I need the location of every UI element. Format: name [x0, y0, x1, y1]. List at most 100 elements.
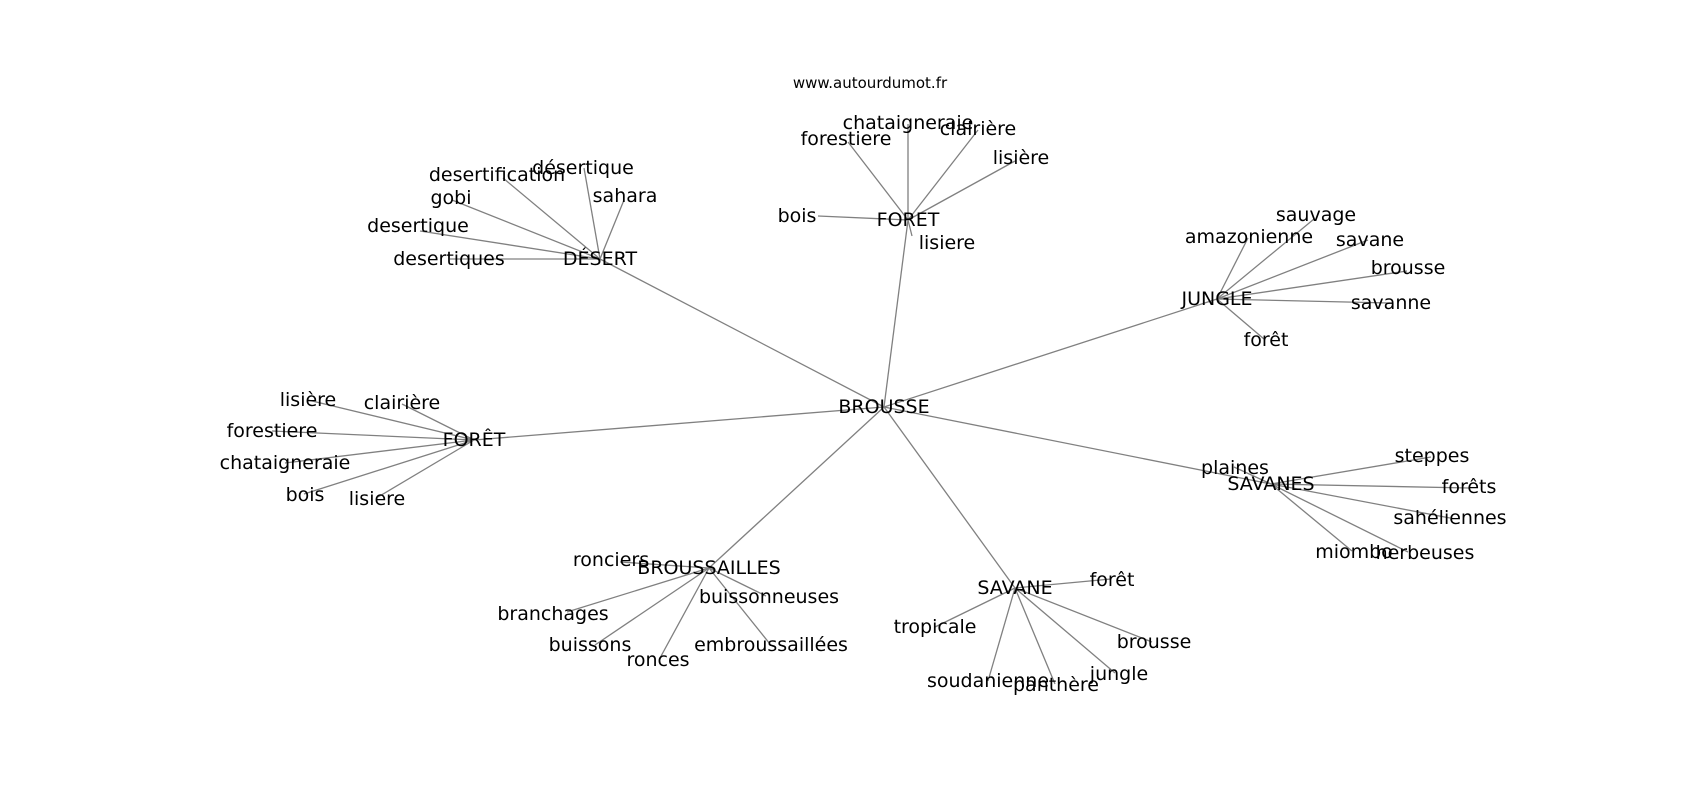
edge-hub-word — [377, 439, 475, 498]
word-node-label[interactable]: desertique — [367, 215, 469, 237]
edge-hub-word — [401, 403, 475, 441]
edge-hub-word — [599, 199, 625, 260]
word-node-label[interactable]: desertification — [429, 164, 565, 186]
word-node-label[interactable]: clairière — [364, 392, 441, 414]
word-node-label[interactable]: forêts — [1442, 476, 1497, 498]
word-node-label[interactable]: ronces — [626, 649, 689, 671]
hub-node-label[interactable]: BROUSSAILLES — [637, 557, 780, 579]
word-node-label[interactable]: lisiere — [919, 232, 976, 254]
word-node-label[interactable]: gobi — [430, 187, 471, 209]
edge-hub-word — [907, 129, 979, 221]
word-node-label[interactable]: sahara — [593, 185, 658, 207]
word-node-label[interactable]: forestiere — [801, 128, 892, 150]
word-node-label[interactable]: forêt — [1244, 329, 1289, 351]
edge-hub-word — [1014, 578, 1112, 589]
edge-hub-word — [1270, 483, 1353, 552]
word-node-label[interactable]: panthère — [1013, 674, 1099, 696]
word-node-label[interactable]: jungle — [1089, 663, 1148, 685]
edge-hub-word — [307, 399, 475, 441]
edge-hub-word — [1216, 270, 1408, 300]
edge-hub-word — [847, 141, 909, 221]
graph-labels: www.autourdumot.fr BROUSSE DÉSERT désertiq… — [220, 74, 1507, 696]
edge-hub-word — [987, 587, 1016, 682]
edge-center-hub — [599, 258, 885, 408]
word-node-label[interactable]: lisière — [993, 147, 1050, 169]
edge-hub-word — [1270, 483, 1470, 489]
edge-center-hub — [883, 406, 1016, 589]
edge-hub-word — [1014, 587, 1153, 643]
edge-hub-word — [1216, 298, 1391, 304]
edge-center-hub — [883, 406, 1272, 485]
word-node-label[interactable]: branchages — [497, 603, 608, 625]
word-node-label[interactable]: sahéliennes — [1393, 507, 1506, 529]
edge-hub-word — [659, 567, 710, 659]
hub-node-label[interactable]: SAVANES — [1227, 473, 1314, 495]
edge-hub-word — [271, 430, 475, 441]
edge-hub-word — [566, 567, 710, 613]
edge-hub-word — [583, 167, 601, 260]
word-node-label[interactable]: miombo — [1315, 541, 1393, 563]
edge-hub-word — [708, 567, 771, 645]
edge-hub-word — [907, 219, 913, 237]
edge-hub-word — [817, 215, 909, 221]
edge-hub-word — [1216, 218, 1315, 300]
word-node-label[interactable]: brousse — [1371, 257, 1446, 279]
edge-hub-word — [907, 160, 1016, 221]
edge-hub-word — [619, 561, 710, 569]
graph-edges — [271, 124, 1470, 685]
edge-hub-word — [419, 230, 601, 260]
word-node-label[interactable]: forestiere — [227, 420, 318, 442]
word-node-label[interactable]: steppes — [1395, 445, 1470, 467]
edge-hub-word — [1014, 587, 1056, 685]
word-node-label[interactable]: désertique — [532, 157, 634, 179]
word-node-label[interactable]: bois — [778, 205, 817, 227]
hub-node-label[interactable]: JUNGLE — [1180, 288, 1252, 310]
edge-hub-word — [1216, 298, 1265, 340]
edge-hub-word — [502, 177, 601, 260]
hub-node-label[interactable]: SAVANE — [977, 577, 1052, 599]
word-node-label[interactable]: chataigneraie — [220, 452, 351, 474]
word-node-label[interactable]: forêt — [1090, 569, 1135, 591]
word-node-label[interactable]: desertiques — [393, 248, 505, 270]
edge-hub-word — [1270, 483, 1409, 553]
edge-center-hub — [883, 298, 1218, 408]
edge-hub-word — [284, 439, 475, 464]
edge-hub-word — [708, 567, 767, 597]
word-node-label[interactable]: savane — [1336, 229, 1404, 251]
hub-node-label[interactable]: DÉSERT — [563, 247, 638, 270]
edge-hub-word — [303, 439, 475, 495]
word-node-label[interactable]: plaines — [1201, 457, 1269, 479]
edge-hub-word — [934, 587, 1016, 628]
word-node-label[interactable]: sauvage — [1276, 204, 1356, 226]
word-node-label[interactable]: lisiere — [349, 488, 406, 510]
word-node-label[interactable]: chataigneraie — [843, 112, 974, 134]
word-node-label[interactable]: tropicale — [894, 616, 977, 638]
word-node-label[interactable]: buissons — [549, 634, 632, 656]
word-node-label[interactable]: soudanienne — [927, 670, 1049, 692]
word-node-label[interactable]: lisière — [280, 389, 337, 411]
word-node-label[interactable]: bois — [286, 484, 325, 506]
edge-center-hub — [883, 219, 909, 408]
word-node-label[interactable]: embroussaillées — [694, 634, 848, 656]
hub-node-label[interactable]: FORÊT — [443, 428, 506, 451]
word-node-label[interactable]: clairière — [940, 118, 1017, 140]
edge-center-hub — [708, 406, 885, 569]
hub-node-label[interactable]: FORET — [877, 209, 940, 231]
edge-hub-word — [1216, 239, 1369, 300]
edge-hub-word — [1270, 456, 1432, 485]
edge-hub-word — [451, 199, 601, 260]
word-node-label[interactable]: herbeuses — [1376, 542, 1475, 564]
word-node-label[interactable]: amazonienne — [1185, 226, 1313, 248]
word-node-label[interactable]: brousse — [1117, 631, 1192, 653]
center-node-label[interactable]: BROUSSE — [838, 396, 929, 418]
edge-hub-word — [1216, 237, 1249, 300]
word-node-label[interactable]: ronciers — [573, 549, 649, 571]
edge-hub-word — [594, 567, 710, 646]
watermark-text: www.autourdumot.fr — [793, 74, 948, 92]
edge-hub-word — [1270, 483, 1451, 519]
edge-hub-word — [1014, 587, 1116, 674]
word-node-label[interactable]: savanne — [1351, 292, 1431, 314]
edge-hub-word — [1233, 466, 1272, 485]
word-node-label[interactable]: buissonneuses — [699, 586, 839, 608]
